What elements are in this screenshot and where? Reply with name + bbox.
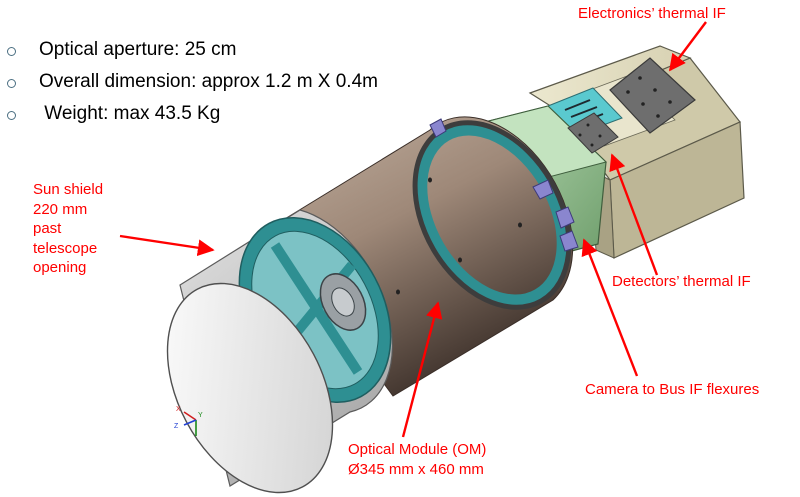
axis-triad: X Y Z [174,406,203,436]
optical-module-label-line: Ø345 mm x 460 mm [348,460,484,478]
detectors-thermal-interface-plate [567,112,619,154]
optical-module-label-line: Optical Module (OM) [348,441,487,458]
sun-shield-label: Sun shield 220 mm past telescope opening [33,180,103,278]
detectors-thermal-if-arrow [609,153,659,276]
spec-weight-text: Weight: max 43.5 Kg [39,103,221,124]
axis-x-label: X [176,406,181,413]
spec-aperture-text: Optical aperture: 25 cm [39,39,237,60]
callout-arrows [119,21,707,438]
bullet-marker-icon [7,79,16,88]
electronics-thermal-if-arrow [668,21,707,72]
sun-shield-arrow [119,234,215,257]
optical-module-arrow [401,301,443,438]
detectors-thermal-if-label: Detectors’ thermal IF [612,273,751,290]
axis-z-label: Z [174,423,179,430]
bullet-marker-icon [7,47,16,56]
camera-to-bus-if-flexures-label: Camera to Bus IF flexures [585,381,760,398]
sun-shield-label-line: 220 mm [33,200,88,218]
electronics-thermal-interface-plate [609,57,696,134]
sun-shield-label-line: telescope [33,239,98,257]
axis-y-label: Y [198,412,203,419]
sun-shield [166,209,393,494]
electronics-thermal-if-label: Electronics’ thermal IF [578,5,726,22]
spec-dimension-text: Overall dimension: approx 1.2 m X 0.4m [39,71,378,92]
flexures-arrow [581,238,639,377]
optical-module-label: Optical Module (OM) Ø345 mm x 460 mm [348,440,486,479]
sun-shield-label-line: past [33,220,62,237]
sun-shield-label-line: opening [33,259,87,276]
sun-shield-label-line: Sun shield [33,181,104,198]
bus-interface-flexures [429,118,579,252]
bullet-marker-icon [7,111,16,120]
